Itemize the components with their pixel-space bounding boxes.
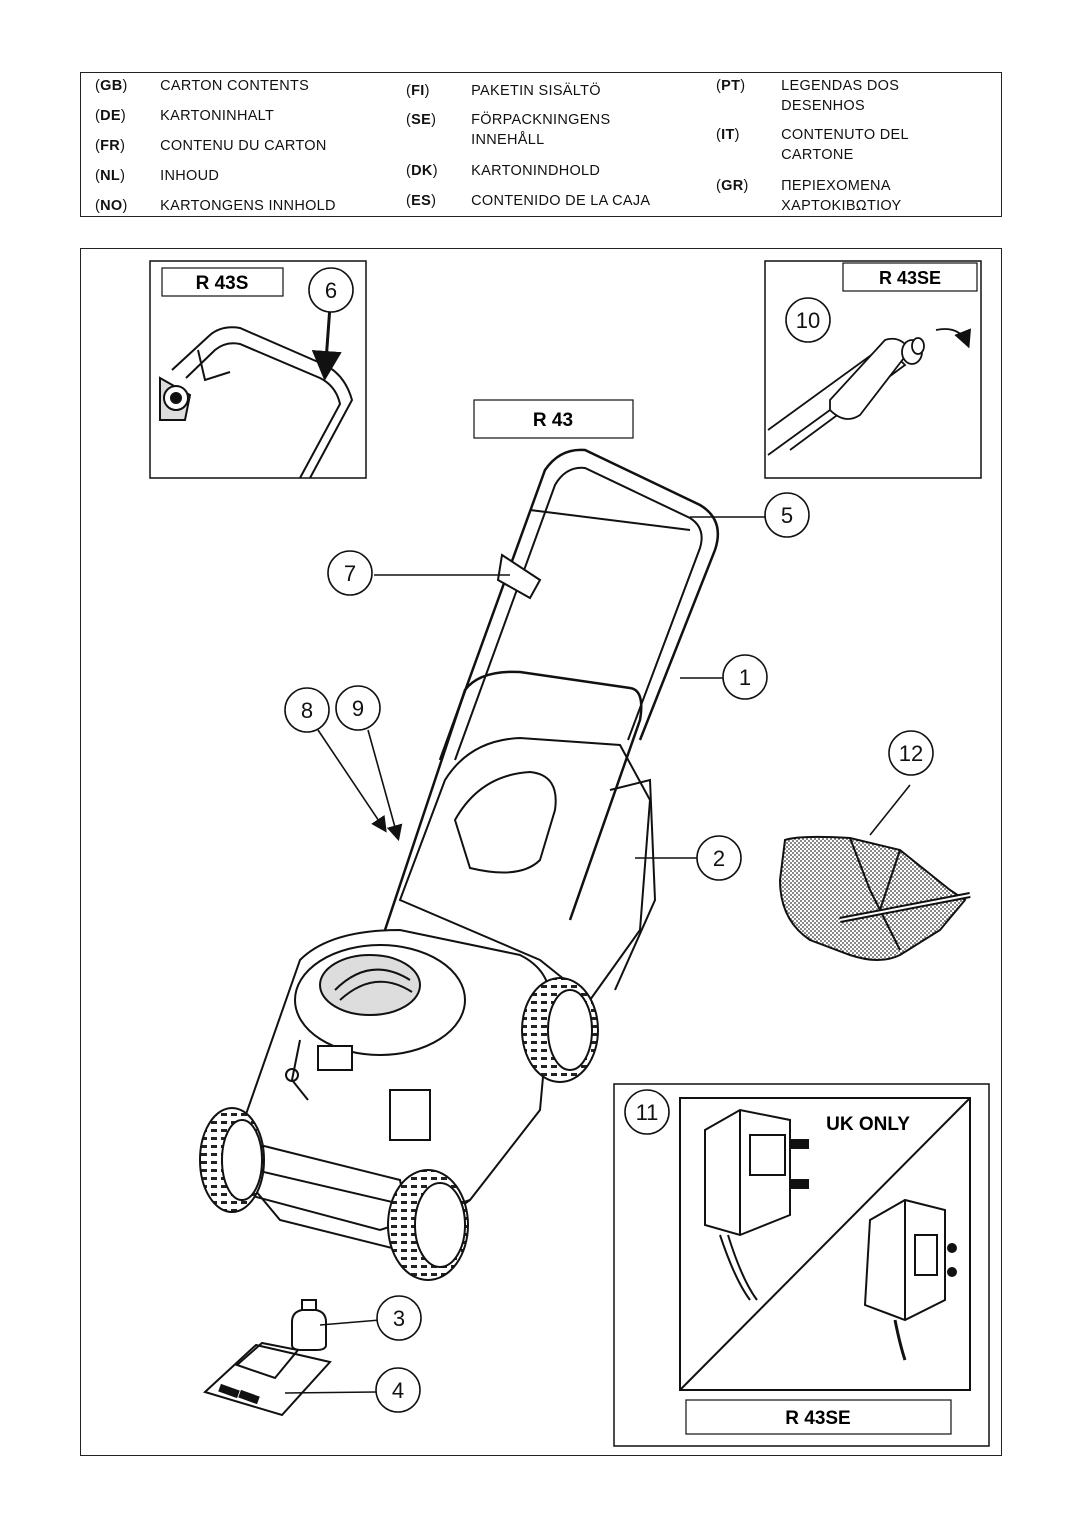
eu-charger-drawing: [863, 1198, 957, 1361]
inset-left-model-label: R 43S: [196, 273, 249, 294]
legend-item-es: (ES)CONTENIDO DE LA CAJA: [406, 193, 651, 209]
legend-item-se: (SE)FÖRPACKNINGENS INNEHÅLL: [406, 112, 611, 148]
callout-7-circle: [327, 550, 373, 596]
callout-7: 7: [344, 561, 356, 586]
callout-9: 9: [352, 696, 364, 721]
callout-8: 8: [301, 698, 313, 723]
callout-2: 2: [713, 846, 725, 871]
callout-4-circle: [375, 1367, 421, 1413]
callout-2-circle: [696, 835, 742, 881]
inset-right-model-label: R 43SE: [879, 268, 941, 288]
charger-inset: UK ONLY R 43SE: [613, 1083, 990, 1447]
main-model-label: R 43: [533, 410, 573, 431]
legend-item-pt: (PT)LEGENDAS DOS DESENHOS: [716, 78, 900, 114]
callout-11: 11: [636, 1100, 659, 1125]
manual-booklet-drawing: [203, 1341, 332, 1417]
legend-box: (GB)CARTON CONTENTS (DE)KARTONINHALT (FR…: [80, 72, 1002, 217]
callout-6: 6: [325, 278, 337, 303]
callout-1-circle: [722, 654, 768, 700]
callout-4: 4: [392, 1378, 404, 1403]
callout-9-circle: [335, 685, 381, 731]
legend-item-it: (IT)CONTENUTO DEL CARTONE: [716, 127, 909, 163]
callout-12: 12: [899, 741, 923, 766]
charger-model-label: R 43SE: [785, 1408, 850, 1429]
uk-charger-drawing: [704, 1108, 809, 1301]
callout-11-circle: [624, 1089, 670, 1135]
handle-detail-drawing: [159, 326, 354, 479]
callout-10: 10: [796, 308, 820, 333]
mulch-plug-drawing: [778, 835, 971, 961]
callout-3: 3: [393, 1306, 405, 1331]
callout-lines: [284, 305, 911, 1394]
legend-item-no: (NO)KARTONGENS INNHOLD: [95, 198, 336, 214]
callout-12-circle: [888, 730, 934, 776]
lawn-mower-drawing: [199, 448, 720, 1281]
callout-circles: [284, 267, 934, 1413]
legend-item-fr: (FR)CONTENU DU CARTON: [95, 138, 327, 154]
uk-only-label: UK ONLY: [826, 1114, 910, 1135]
legend-item-gb: (GB)CARTON CONTENTS: [95, 78, 310, 94]
callout-8-circle: [284, 687, 330, 733]
legend-item-fi: (FI)PAKETIN SISÄLTÖ: [406, 83, 601, 99]
callout-10-circle: [785, 297, 831, 343]
key-switch-drawing: [767, 328, 971, 456]
inset-r43se: R 43SE: [764, 260, 982, 479]
callout-5-circle: [764, 492, 810, 538]
legend-item-dk: (DK)KARTONINDHOLD: [406, 163, 601, 179]
callout-6-circle: [308, 267, 354, 313]
legend-item-de: (DE)KARTONINHALT: [95, 108, 275, 124]
figure-frame: [80, 248, 1002, 1456]
callout-5: 5: [781, 503, 793, 528]
legend-item-nl: (NL)INHOUD: [95, 168, 220, 184]
callout-3-circle: [376, 1295, 422, 1341]
legend-item-gr: (GR)ΠΕΡΙΕΧΟΜΕΝΑ ΧΑΡΤΟΚΙΒΩΤΙΟΥ: [716, 178, 902, 214]
callout-1: 1: [739, 665, 751, 690]
